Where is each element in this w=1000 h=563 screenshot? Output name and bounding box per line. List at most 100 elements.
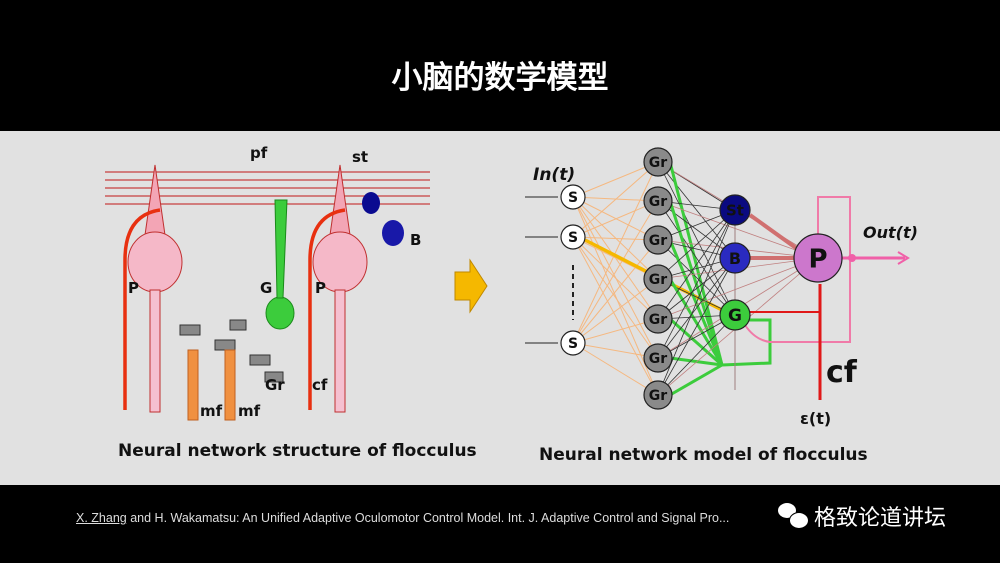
connections xyxy=(525,161,819,397)
st-node-label: St xyxy=(726,201,744,219)
gr-node: Gr xyxy=(643,225,673,255)
gr-node-circle xyxy=(643,147,673,177)
mossy-edge xyxy=(572,200,659,344)
gr-node: Gr xyxy=(643,186,673,216)
granule-edge xyxy=(657,161,736,259)
label-gr: Gr xyxy=(265,376,285,394)
s-node-label: S xyxy=(568,336,578,352)
gr-node: Gr xyxy=(643,380,673,410)
label-g: G xyxy=(260,279,272,297)
b-node-circle xyxy=(719,242,751,274)
wechat-icon xyxy=(778,503,809,529)
content-panel xyxy=(0,131,1000,485)
granule-edge xyxy=(657,209,736,359)
gr-node-circle xyxy=(643,264,673,294)
s-node-label: S xyxy=(568,230,578,246)
gr-node: Gr xyxy=(643,304,673,334)
granule-edge xyxy=(657,200,736,316)
label-st: st xyxy=(352,148,368,166)
watermark: 格致论道讲坛 xyxy=(778,500,946,532)
gr-node-circle xyxy=(643,186,673,216)
gr-node-circle xyxy=(643,304,673,334)
gr-node-label: Gr xyxy=(649,233,667,249)
golgi-inhibition-edge xyxy=(668,278,724,366)
s-node-label: S xyxy=(568,190,578,206)
b-node: B xyxy=(719,242,751,274)
granule-edge xyxy=(657,314,736,396)
gr-node-label: Gr xyxy=(649,312,667,328)
mossy-edge xyxy=(572,236,659,359)
p-node-circle xyxy=(793,233,843,283)
granule-edge xyxy=(657,209,736,280)
cf-label: cf xyxy=(826,355,858,390)
gr-node-label: Gr xyxy=(649,155,667,171)
granule-cells xyxy=(179,319,284,383)
gr-node: Gr xyxy=(643,264,673,294)
granule-edge xyxy=(657,161,736,316)
gr-node: Gr xyxy=(643,343,673,373)
s-node: S xyxy=(560,224,586,250)
purkinje-cell xyxy=(127,164,183,413)
stellate-to-p-edge xyxy=(748,213,798,250)
output-label: Out(t) xyxy=(863,223,918,242)
slide-title: 小脑的数学模型 xyxy=(391,60,609,96)
label-p2: P xyxy=(315,279,326,297)
mossy-edge xyxy=(572,161,659,238)
mossy-edge xyxy=(572,236,659,396)
label-b: B xyxy=(410,231,421,249)
input-label: In(t) xyxy=(533,165,575,185)
gr-node-label: Gr xyxy=(649,272,667,288)
golgi-cell xyxy=(265,199,295,330)
purkinje-cell xyxy=(312,164,368,413)
granule-edge xyxy=(657,257,736,320)
granule-edge xyxy=(657,257,736,359)
st-node-circle xyxy=(719,194,751,226)
gr-node-label: Gr xyxy=(649,351,667,367)
right-caption: Neural network model of flocculus xyxy=(539,445,868,465)
s-node-circle xyxy=(560,184,586,210)
golgi-inhibition-edge xyxy=(669,356,723,367)
st-node: St xyxy=(719,194,751,226)
basket-cell xyxy=(382,220,404,246)
mossy-edge xyxy=(572,342,659,396)
climbing-fiber xyxy=(308,208,346,410)
watermark-text: 格致论道讲坛 xyxy=(814,506,947,531)
mossy-edge xyxy=(572,161,659,344)
p-feedback-loop xyxy=(744,196,851,343)
g-node-label: G xyxy=(728,306,742,326)
mossy-edge xyxy=(572,161,659,198)
p-node-label: P xyxy=(808,244,827,274)
output-arrowhead xyxy=(897,251,910,265)
golgi-inhibition-edge xyxy=(669,363,723,397)
left-caption: Neural network structure of flocculus xyxy=(118,441,477,461)
mossy-edge xyxy=(572,200,659,238)
parallel-fiber-edge xyxy=(657,257,819,320)
gr-node-label: Gr xyxy=(649,388,667,404)
mossy-edge xyxy=(572,318,659,344)
b-node-label: B xyxy=(729,249,741,268)
p-node: P xyxy=(793,233,843,283)
mossy-fibers xyxy=(187,349,236,421)
s-node: S xyxy=(560,184,586,210)
citation-author-link[interactable]: X. Zhang xyxy=(76,511,127,525)
g-node: G xyxy=(719,299,751,331)
left-structure-diagram: pf st B G P P Gr cf mf mf xyxy=(105,144,430,421)
gr-node-circle xyxy=(643,343,673,373)
granule-edge xyxy=(657,209,736,320)
label-mf2: mf xyxy=(238,402,261,420)
mossy-edge xyxy=(572,239,659,344)
citation: X. Zhang and H. Wakamatsu: An Unified Ad… xyxy=(76,511,729,525)
mossy-edge xyxy=(572,236,659,320)
label-pf: pf xyxy=(250,144,268,162)
stellate-cell xyxy=(362,192,380,214)
granule-edge xyxy=(657,257,736,396)
error-label: ε(t) xyxy=(800,409,831,428)
citation-text: and H. Wakamatsu: An Unified Adaptive Oc… xyxy=(126,511,730,525)
label-mf1: mf xyxy=(200,402,223,420)
mossy-edge xyxy=(572,196,659,396)
s-node-circle xyxy=(560,330,586,356)
gr-node-circle xyxy=(643,225,673,255)
s-node: S xyxy=(560,330,586,356)
granule-edge xyxy=(657,239,736,316)
